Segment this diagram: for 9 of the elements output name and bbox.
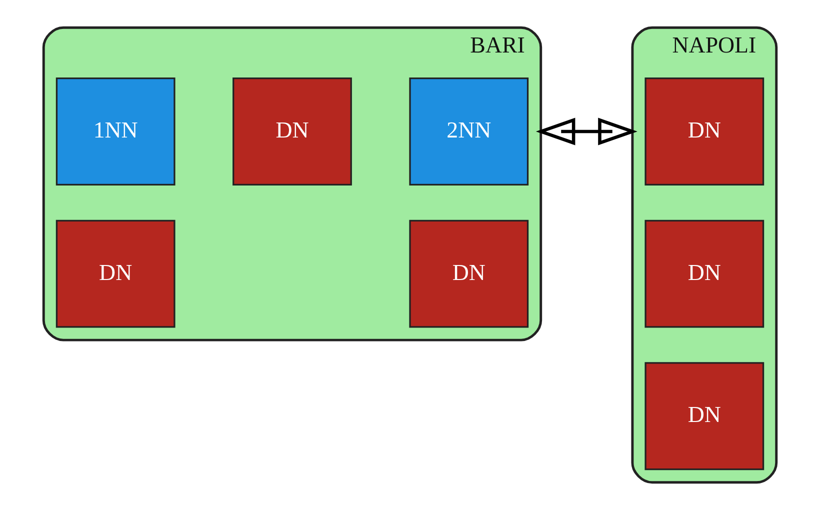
- node-box: DN: [644, 362, 764, 470]
- arrow: [536, 118, 638, 146]
- node-box: DN: [644, 220, 764, 328]
- node-box: 1NN: [56, 78, 176, 186]
- node-box: DN: [56, 220, 176, 328]
- node-box: DN: [409, 220, 529, 328]
- node-box: DN: [644, 78, 764, 186]
- node-box: DN: [232, 78, 352, 186]
- node-box: 2NN: [409, 78, 529, 186]
